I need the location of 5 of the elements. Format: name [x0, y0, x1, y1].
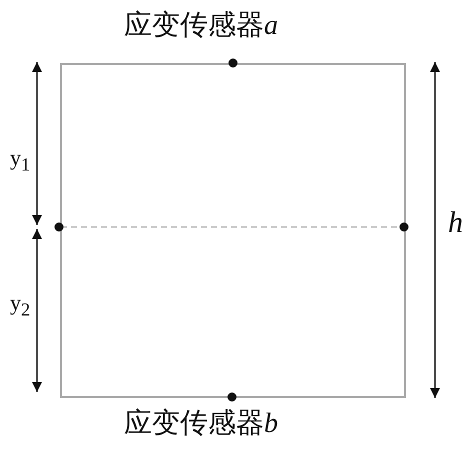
dimension-label: y$_{2}$: [10, 292, 30, 319]
dimension-label: h: [448, 208, 463, 238]
sensor-label: 应变传感器a: [124, 12, 278, 40]
dimension-label: y$_{1}$: [10, 147, 30, 174]
sensor-label: 应变传感器b: [124, 410, 278, 438]
